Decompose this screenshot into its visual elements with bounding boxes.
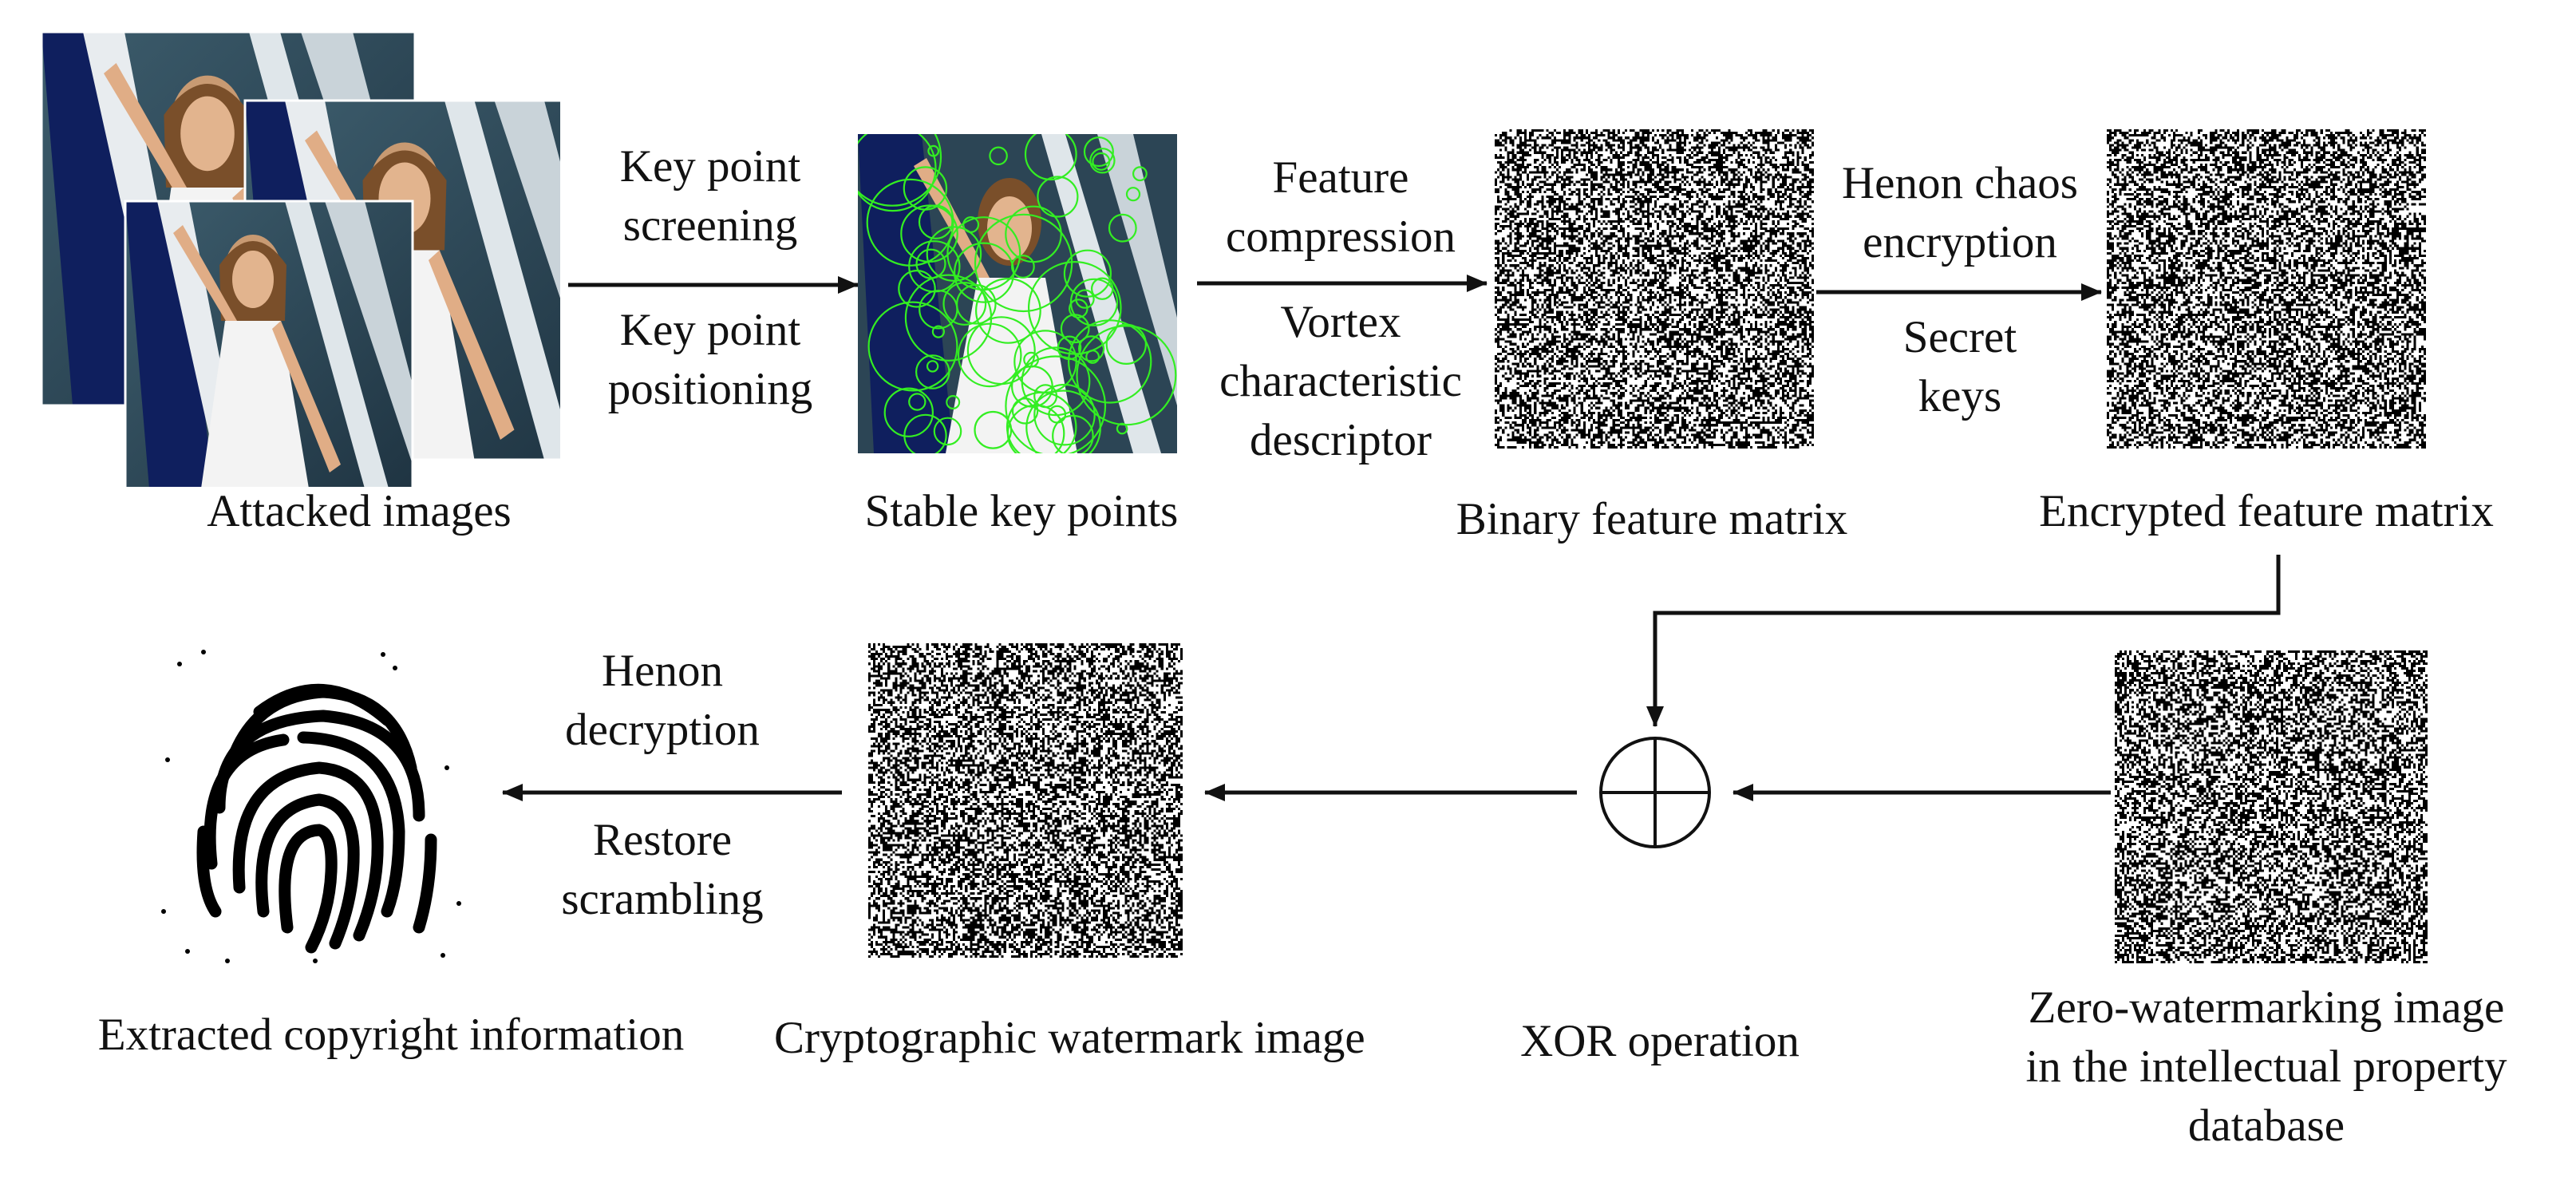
keypoint-circle xyxy=(1037,176,1079,218)
label-restore-scrambling-2: scrambling xyxy=(561,874,764,924)
keypoint-circle xyxy=(926,226,982,282)
xor-symbol xyxy=(1599,737,1711,848)
label-vortex-1: Vortex xyxy=(1280,297,1401,347)
keypoint-circle xyxy=(1132,166,1148,182)
label-secret-keys-1: Secret xyxy=(1902,312,2017,362)
label-key-point-screening-2: screening xyxy=(622,200,798,251)
keypoint-circle xyxy=(1033,383,1096,446)
keypoint-circle xyxy=(1033,384,1058,409)
keypoint-circle xyxy=(858,134,937,212)
keypoint-circle xyxy=(946,395,961,410)
attacked-images-stack xyxy=(40,30,606,490)
keypoint-circle xyxy=(1085,350,1100,364)
label-henon-encryption-1: Henon chaos xyxy=(1842,158,2078,208)
keypoint-circle xyxy=(1013,330,1077,393)
keypoint-circle xyxy=(1005,205,1062,263)
label-feature-compression-1: Feature xyxy=(1272,152,1409,203)
label-feature-compression-2: compression xyxy=(1225,211,1456,262)
label-zero-watermarking-2: in the intellectual property xyxy=(2025,1042,2507,1092)
keypoint-circle xyxy=(1078,335,1105,362)
keypoint-circle xyxy=(954,242,1015,303)
keypoint-circle xyxy=(883,387,934,437)
keypoint-circle xyxy=(898,270,936,308)
keypoint-circle xyxy=(1091,277,1114,300)
keypoint-circle xyxy=(1068,298,1088,318)
label-restore-scrambling-1: Restore xyxy=(592,815,733,865)
label-henon-encryption-2: encryption xyxy=(1863,217,2057,267)
keypoint-circle xyxy=(942,282,987,326)
keypoint-circle xyxy=(866,178,954,267)
keypoint-circle xyxy=(1060,314,1090,344)
keypoint-circle xyxy=(927,144,940,157)
keypoint-circle xyxy=(1011,397,1039,425)
keypoint-circle xyxy=(931,325,946,338)
keypoint-circle xyxy=(974,277,1041,344)
arrow-encrypted-to-xor xyxy=(1646,555,2281,727)
label-xor-operation: XOR operation xyxy=(1520,1016,1800,1066)
label-vortex-3: descriptor xyxy=(1250,415,1432,465)
extracted-fingerprint-image xyxy=(156,648,491,967)
stable-key-points-image xyxy=(858,134,1177,453)
label-key-point-positioning-2: positioning xyxy=(607,364,813,414)
keypoint-circle xyxy=(1063,249,1112,298)
binary-feature-matrix-image xyxy=(1495,129,1814,449)
label-key-point-positioning-1: Key point xyxy=(619,305,801,355)
fingerprint-icon xyxy=(161,650,461,963)
label-key-point-screening-1: Key point xyxy=(619,141,801,192)
keypoint-circle xyxy=(1125,187,1141,202)
keypoint-circle xyxy=(915,354,950,389)
keypoint-circle xyxy=(926,360,939,373)
keypoint-circle xyxy=(858,134,942,207)
keypoint-circle xyxy=(1105,323,1147,365)
keypoint-circle xyxy=(1024,134,1077,181)
keypoint-circle xyxy=(1010,255,1035,279)
label-binary-feature-matrix: Binary feature matrix xyxy=(1456,494,1848,544)
label-cryptographic-watermark-image: Cryptographic watermark image xyxy=(774,1013,1365,1063)
keypoint-circles xyxy=(858,134,1177,453)
keypoint-circle xyxy=(956,284,997,325)
label-attacked-images: Attacked images xyxy=(207,486,512,536)
label-encrypted-feature-matrix: Encrypted feature matrix xyxy=(2039,486,2494,536)
label-henon-decryption-1: Henon xyxy=(602,646,723,696)
keypoint-circle xyxy=(1116,422,1128,435)
keypoint-circle xyxy=(974,213,1073,313)
keypoint-circle xyxy=(1069,278,1119,326)
zero-watermarking-image xyxy=(2115,650,2428,963)
attacked-photos-illustration xyxy=(40,30,606,490)
keypoint-circle xyxy=(989,146,1008,166)
keypoint-circle xyxy=(903,413,947,453)
label-zero-watermarking-3: database xyxy=(2187,1101,2345,1151)
keypoint-circle xyxy=(1005,355,1107,453)
keypoint-circle xyxy=(1108,213,1137,243)
label-secret-keys-2: keys xyxy=(1918,371,2002,421)
keypoint-circle xyxy=(1075,289,1095,309)
keypoint-circle xyxy=(1089,148,1116,174)
keypoint-circle xyxy=(962,215,980,233)
cryptographic-watermark-image xyxy=(868,643,1183,958)
label-extracted-copyright-information: Extracted copyright information xyxy=(97,1010,685,1060)
label-vortex-2: characteristic xyxy=(1219,356,1462,406)
keypoint-circle xyxy=(908,393,926,411)
encrypted-feature-matrix-image xyxy=(2107,129,2426,449)
keypoint-circle xyxy=(933,417,962,446)
keypoint-circle xyxy=(1052,414,1094,453)
label-henon-decryption-2: decryption xyxy=(565,705,760,755)
keypoint-circle xyxy=(974,410,1013,449)
label-zero-watermarking-1: Zero-watermarking image xyxy=(2028,982,2505,1033)
keypoint-circle xyxy=(957,322,1022,388)
label-stable-key-points: Stable key points xyxy=(864,486,1179,536)
keypoint-circle xyxy=(1083,136,1114,168)
keypoint-circle xyxy=(867,301,958,392)
keypoints-photo xyxy=(858,134,1177,453)
